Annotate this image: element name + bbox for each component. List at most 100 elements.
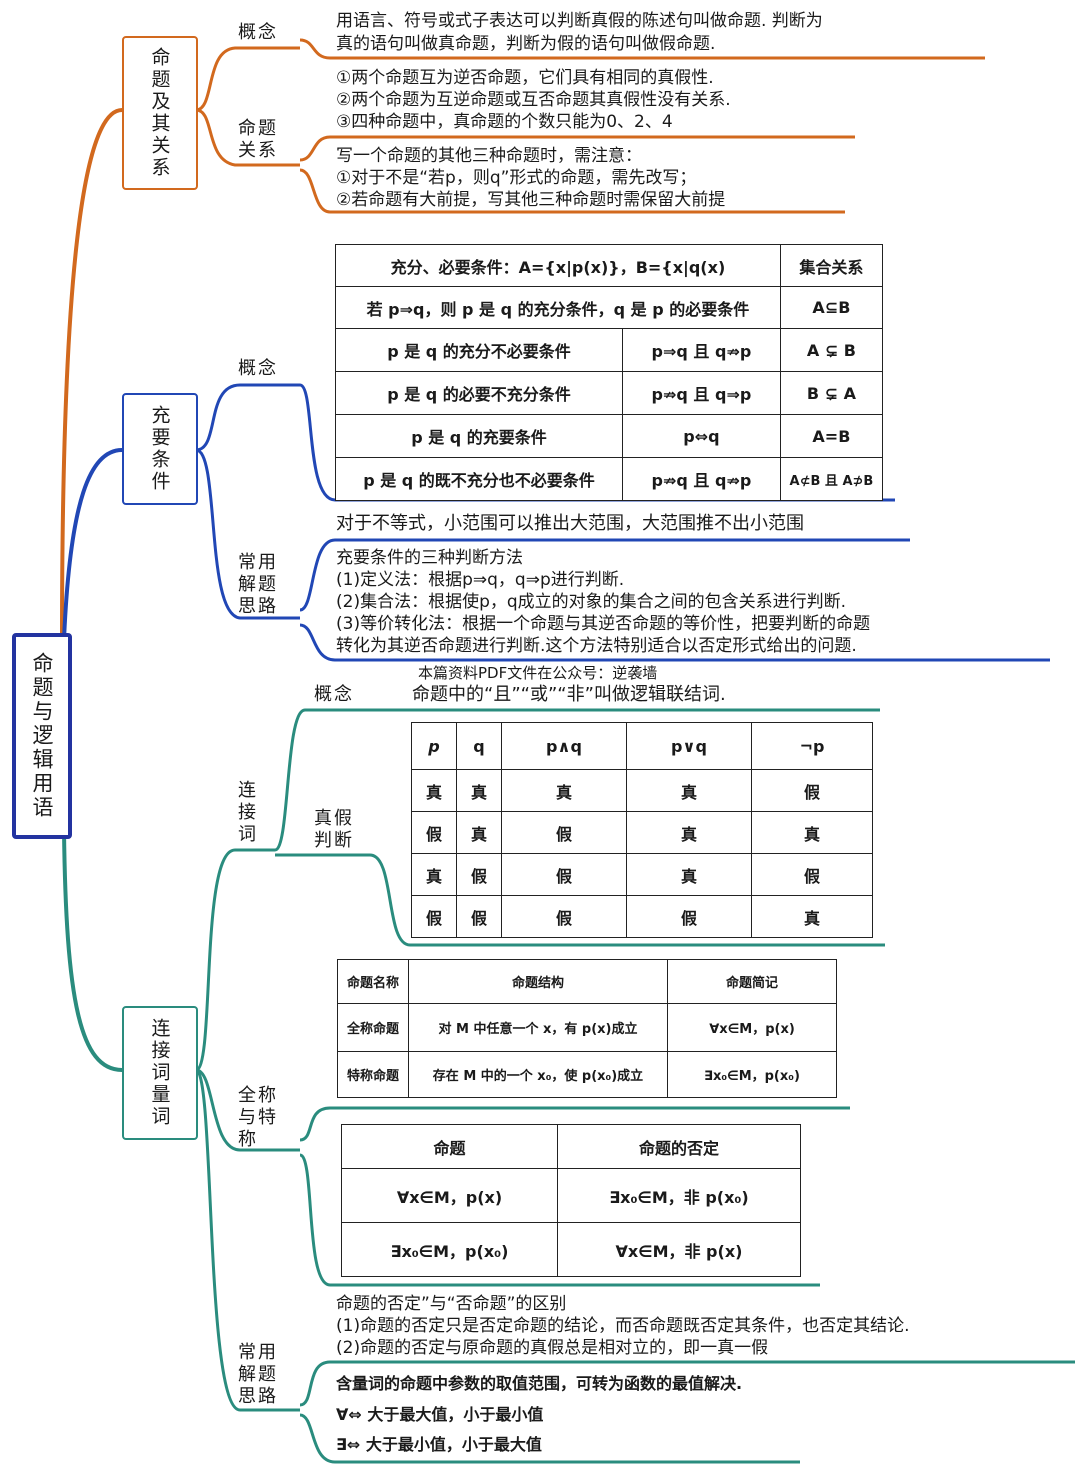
sec1-concept-line-2: 真的语句叫做真命题，判断为假的语句叫做假命题. <box>336 34 716 54</box>
truth-cell: 真 <box>411 769 457 812</box>
conditions-cell: p⇒q 且 q⇏p <box>622 328 781 372</box>
truth-header-cell: ¬p <box>751 722 873 770</box>
quantifier-cell: 特称命题 <box>337 1051 409 1098</box>
sec2-method-line-1: 充要条件的三种判断方法 <box>336 548 523 568</box>
sec2-concept-label: 概念 <box>238 358 278 379</box>
section-propositions[interactable]: 命题及其关系 <box>122 36 198 190</box>
truth-cell: 真 <box>456 769 502 812</box>
section-conditions[interactable]: 充要条件 <box>122 393 198 505</box>
truth-cell: 真 <box>501 769 627 812</box>
section-propositions-title: 命题及其关系 <box>148 47 171 179</box>
truth-cell: 真 <box>626 853 752 896</box>
conditions-cell: p 是 q 的既不充分也不必要条件 <box>335 457 623 501</box>
truth-header-cell: p∨q <box>626 722 752 770</box>
conditions-cell: A ⊊ B <box>779 328 884 372</box>
sec2-method-line-4: (3)等价转化法：根据一个命题与其逆否命题的等价性，把要判断的命题 <box>336 614 871 634</box>
sec1-concept-label: 概念 <box>238 22 278 43</box>
truth-cell: 假 <box>751 769 873 812</box>
conditions-table: 充分、必要条件：A={x|p(x)}，B={x|q(x) 集合关系 若 p⇒q，… <box>335 244 884 501</box>
quantifier-header-cell: 命题简记 <box>667 959 837 1004</box>
sec2-method-line-5: 转化为其逆否命题进行判断.这个方法特别适合以否定形式给出的问题. <box>336 636 857 656</box>
root-label: 命题与逻辑用语 <box>30 652 54 820</box>
quantifier-cell: ∃x₀∈M，p(x₀) <box>667 1051 837 1098</box>
sec2-method-label: 常用解题思路 <box>238 552 278 617</box>
sec3-concept-label: 概念 <box>314 684 354 705</box>
quantifier-cell: ∀x∈M，p(x) <box>667 1003 837 1052</box>
sec2-inequality-text: 对于不等式，小范围可以推出大范围，大范围推不出小范围 <box>336 513 804 534</box>
quantifier-cell: 存在 M 中的一个 x₀，使 p(x₀)成立 <box>408 1051 668 1098</box>
sec1-note-line-2: ①对于不是“若p，则q”形式的命题，需先改写； <box>336 168 697 188</box>
conditions-cell: p 是 q 的必要不充分条件 <box>335 371 623 415</box>
sec1-relation-line-1: ①两个命题互为逆否命题，它们具有相同的真假性. <box>336 68 714 88</box>
sec2-method-line-2: (1)定义法：根据p⇒q，q⇒p进行判断. <box>336 570 625 590</box>
negation-header-cell: 命题 <box>341 1124 558 1169</box>
conditions-cell: p⇔q <box>622 414 781 458</box>
conditions-header-2: 集合关系 <box>779 244 884 287</box>
root-node[interactable]: 命题与逻辑用语 <box>12 633 72 839</box>
truth-header-cell: p <box>411 722 457 770</box>
truth-header-cell: q <box>456 722 502 770</box>
negation-header-cell: 命题的否定 <box>557 1124 801 1169</box>
sec1-relation-label: 命题关系 <box>238 118 278 161</box>
sec3-truth-label: 真假判断 <box>314 808 354 851</box>
quantifier-table: 命题名称 命题结构 命题简记 全称命题 对 M 中任意一个 x，有 p(x)成立… <box>337 959 837 1098</box>
sec1-relation-line-3: ③四种命题中，真命题的个数只能为0、2、4 <box>336 112 673 132</box>
sec3-method-line-3: (2)命题的否定与原命题的真假总是相对立的，即一真一假 <box>336 1338 769 1358</box>
sec3-method-line-1: 命题的否定”与“否命题”的区别 <box>336 1294 567 1314</box>
sec1-note-line-1: 写一个命题的其他三种命题时，需注意： <box>336 146 642 166</box>
truth-cell: 假 <box>411 895 457 938</box>
sec1-note-line-3: ②若命题有大前提，写其他三种命题时需保留大前提 <box>336 190 726 210</box>
sec1-concept-line-1: 用语言、符号或式子表达可以判断真假的陈述句叫做命题. 判断为 <box>336 11 823 31</box>
quantifier-cell: 对 M 中任意一个 x，有 p(x)成立 <box>408 1003 668 1052</box>
truth-table: p q p∧q p∨q ¬p 真 真 真 真 假 假 真 假 真 真 真 假 假… <box>411 722 873 938</box>
negation-cell: ∀x∈M，p(x) <box>341 1168 558 1223</box>
truth-cell: 真 <box>626 811 752 854</box>
conditions-cell: p 是 q 的充分不必要条件 <box>335 328 623 372</box>
sec2-method-line-3: (2)集合法：根据使p，q成立的对象的集合之间的包含关系进行判断. <box>336 592 847 612</box>
truth-cell: 假 <box>501 811 627 854</box>
conditions-cell: B ⊊ A <box>779 371 884 415</box>
conditions-cell: p⇏q 且 q⇒p <box>622 371 781 415</box>
truth-cell: 真 <box>751 895 873 938</box>
conditions-cell: A⊄B 且 A⊅B <box>779 457 884 501</box>
conditions-cell: A=B <box>779 414 884 458</box>
section-connectives-title: 连接词量词 <box>148 1018 171 1128</box>
truth-cell: 假 <box>411 811 457 854</box>
conditions-row1-cell-2: A⊆B <box>779 286 884 329</box>
truth-cell: 假 <box>626 895 752 938</box>
sec3-range-line-2: ∀⇔ 大于最大值，小于最小值 <box>336 1405 544 1424</box>
truth-cell: 假 <box>501 895 627 938</box>
negation-cell: ∃x₀∈M，p(x₀) <box>341 1222 558 1277</box>
truth-cell: 真 <box>456 811 502 854</box>
negation-cell: ∀x∈M，非 p(x) <box>557 1222 801 1277</box>
conditions-cell: p⇏q 且 q⇏p <box>622 457 781 501</box>
conditions-cell: p 是 q 的充要条件 <box>335 414 623 458</box>
truth-cell: 假 <box>456 853 502 896</box>
sec3-method-line-2: (1)命题的否定只是否定命题的结论，而否命题既否定其条件，也否定其结论. <box>336 1316 910 1336</box>
watermark-text: 本篇资料PDF文件在公众号：逆袭墙 <box>418 664 658 682</box>
negation-table: 命题 命题的否定 ∀x∈M，p(x) ∃x₀∈M，非 p(x₀) ∃x₀∈M，p… <box>341 1124 801 1277</box>
truth-cell: 假 <box>751 853 873 896</box>
sec1-relation-line-2: ②两个命题为互逆命题或互否命题其真假性没有关系. <box>336 90 731 110</box>
conditions-row1-cell-1: 若 p⇒q，则 p 是 q 的充分条件，q 是 p 的必要条件 <box>335 286 781 329</box>
sec3-method-label: 常用解题思路 <box>238 1342 278 1407</box>
sec3-concept-text: 命题中的“且”“或”“非”叫做逻辑联结词. <box>412 684 726 705</box>
section-connectives[interactable]: 连接词量词 <box>122 1006 198 1140</box>
sec3-quantifier-label: 全称与特称 <box>238 1085 278 1150</box>
truth-cell: 真 <box>751 811 873 854</box>
sec3-range-line-3: ∃⇔ 大于最小值，小于最大值 <box>336 1435 542 1454</box>
truth-cell: 假 <box>456 895 502 938</box>
quantifier-cell: 全称命题 <box>337 1003 409 1052</box>
truth-header-cell: p∧q <box>501 722 627 770</box>
truth-cell: 真 <box>411 853 457 896</box>
negation-cell: ∃x₀∈M，非 p(x₀) <box>557 1168 801 1223</box>
truth-cell: 假 <box>501 853 627 896</box>
quantifier-header-cell: 命题结构 <box>408 959 668 1004</box>
sec3-connective-label: 连接词 <box>238 780 258 845</box>
sec3-range-line-1: 含量词的命题中参数的取值范围，可转为函数的最值解决. <box>336 1374 743 1393</box>
conditions-header-1: 充分、必要条件：A={x|p(x)}，B={x|q(x) <box>335 244 781 287</box>
truth-cell: 真 <box>626 769 752 812</box>
quantifier-header-cell: 命题名称 <box>337 959 409 1004</box>
section-conditions-title: 充要条件 <box>148 405 171 493</box>
